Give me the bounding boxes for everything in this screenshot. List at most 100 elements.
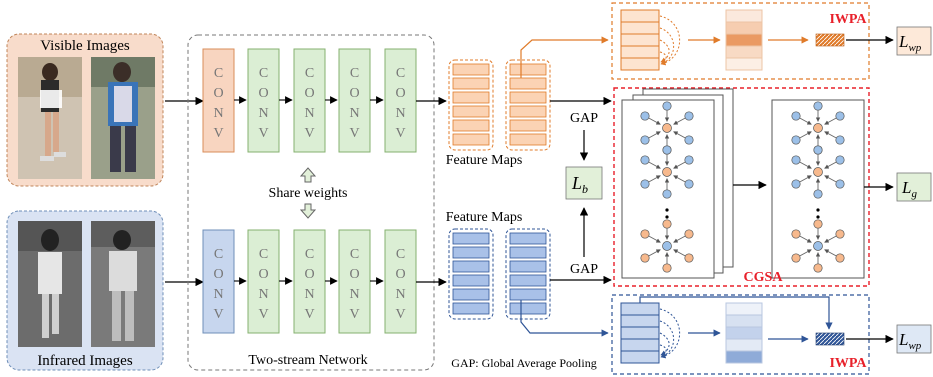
conv-letter: N [349, 287, 359, 302]
graph-center-node [813, 123, 823, 133]
loss-b: Lb [565, 166, 603, 200]
visible-person-image-2 [91, 57, 155, 179]
feature-maps-label-top: Feature Maps [446, 153, 523, 168]
two-stream-network-caption: Two-stream Network [248, 353, 367, 368]
graph-center-node [813, 167, 823, 177]
loss-g: Lg [896, 172, 932, 202]
visible-person-image-1 [18, 57, 82, 179]
conv-letter: C [214, 66, 223, 81]
gap-label-top: GAP [570, 111, 598, 126]
ellipsis-dot [665, 208, 669, 212]
conv-letter: V [213, 126, 223, 141]
gap-label-bottom: GAP [570, 262, 598, 277]
graph-leaf-node [791, 135, 801, 145]
conv-letter: C [305, 247, 314, 262]
graph-leaf-node [813, 219, 823, 229]
iwpa-bottom-skip-path [639, 296, 833, 330]
conv-letter: O [213, 86, 223, 101]
conv-letter: C [214, 247, 223, 262]
graph-leaf-node [684, 229, 694, 239]
graph-leaf-node [813, 145, 823, 155]
infrared-person-image-2 [91, 221, 155, 347]
graph-leaf-node [684, 155, 694, 165]
graph-leaf-node [835, 111, 845, 121]
conv-letter: O [395, 267, 405, 282]
output-graph-star-3 [791, 219, 845, 273]
visible-images-label: Visible Images [40, 38, 130, 54]
visible-images-panel: Visible Images [6, 33, 164, 187]
gap-footnote: GAP: Global Average Pooling [451, 356, 596, 370]
conv-letter: N [304, 287, 314, 302]
iwpa-top-label: IWPA [829, 12, 867, 27]
iwpa-module-top: IWPA [611, 2, 870, 80]
ellipsis-dot [665, 215, 669, 219]
graph-leaf-node [640, 253, 650, 263]
loss-wp-bottom-subscript: wp [908, 340, 921, 352]
graph-leaf-node [791, 155, 801, 165]
loss-wp-top-symbol: L [898, 32, 908, 51]
graph-leaf-node [684, 135, 694, 145]
graph-leaf-node [662, 145, 672, 155]
conv-letter: N [395, 287, 405, 302]
graph-leaf-node [640, 229, 650, 239]
graph-leaf-node [791, 111, 801, 121]
conv-letter: V [213, 307, 223, 322]
conv-letter: O [304, 267, 314, 282]
graph-leaf-node [791, 229, 801, 239]
graph-leaf-node [662, 101, 672, 111]
loss-wp-top-subscript: wp [908, 42, 921, 54]
iwpa-bottom-part-features [620, 302, 660, 364]
iwpa-bottom-label: IWPA [829, 356, 867, 371]
input-graph-star-3 [640, 219, 694, 273]
visible-feature-map-1 [448, 59, 494, 151]
conv-letter: N [349, 106, 359, 121]
svg-text:Lg: Lg [901, 178, 917, 200]
iwpa-top-part-features [620, 9, 660, 71]
graph-leaf-node [791, 179, 801, 189]
graph-leaf-node [835, 253, 845, 263]
conv-letter: C [396, 247, 405, 262]
conv-letter: O [349, 267, 359, 282]
conv-letter: O [395, 86, 405, 101]
conv-letter: C [350, 66, 359, 81]
loss-wp-bottom-symbol: L [898, 330, 908, 349]
loss-g-subscript: g [911, 188, 917, 200]
feature-maps-label-bottom: Feature Maps [446, 210, 523, 225]
infrared-feature-map-2 [505, 228, 551, 320]
graph-leaf-node [813, 263, 823, 273]
graph-leaf-node [662, 189, 672, 199]
iwpa-module-bottom: IWPA [611, 294, 870, 375]
conv-letter: N [304, 106, 314, 121]
ellipsis-dot [816, 208, 820, 212]
conv-letter: N [258, 106, 268, 121]
iwpa-top-attention-curves [659, 15, 681, 66]
graph-leaf-node [813, 189, 823, 199]
infrared-images-label: Infrared Images [37, 353, 133, 369]
graph-leaf-node [640, 135, 650, 145]
graph-leaf-node [813, 101, 823, 111]
feature-maps [448, 59, 551, 320]
graph-leaf-node [684, 253, 694, 263]
conv-letter: O [258, 86, 268, 101]
conv-letter: V [349, 307, 359, 322]
graph-leaf-node [640, 111, 650, 121]
iwpa-bottom-pooled-vector [815, 332, 845, 346]
cgsa-graph-nodes [640, 101, 845, 273]
graph-leaf-node [835, 179, 845, 189]
share-weights-indicator: Share weights [269, 167, 347, 219]
conv-letter: V [349, 126, 359, 141]
conv-letter: C [305, 66, 314, 81]
conv-letter: O [304, 86, 314, 101]
conv-letter: V [395, 126, 405, 141]
conv-letter: V [258, 126, 268, 141]
loss-b-symbol: L [571, 173, 582, 193]
loss-b-subscript: b [582, 182, 588, 196]
svg-text:Lb: Lb [571, 173, 588, 196]
iwpa-bottom-attention-curves [659, 308, 681, 359]
infrared-person-image-1 [18, 221, 82, 347]
